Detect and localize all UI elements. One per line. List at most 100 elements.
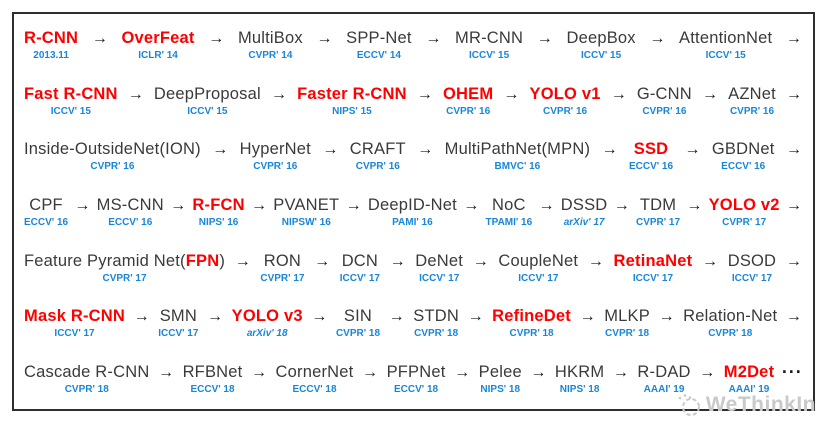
model-name-text: MLKP	[604, 307, 650, 326]
model-name-highlight: OverFeat	[121, 29, 195, 48]
venue-label: arXiv' 18	[246, 328, 288, 340]
model-name-highlight: YOLO v1	[529, 84, 601, 103]
venue-label: ICLR' 14	[138, 50, 178, 62]
venue-label: NIPS' 18	[480, 383, 521, 395]
venue-label: NIPSW' 16	[281, 216, 331, 228]
model-name-text: CRAFT	[349, 140, 406, 159]
model-name-text: MultiBox	[237, 29, 303, 48]
venue-label: ICCV' 17	[158, 328, 199, 340]
model-name-text: DSOD	[727, 251, 777, 270]
model-name-highlight: R-FCN	[192, 195, 245, 214]
arrow-icon: →	[613, 196, 630, 214]
venue-label: CVPR' 16	[446, 105, 491, 117]
arrow-icon: →	[702, 252, 719, 270]
model-name: Fast R-CNN	[24, 83, 118, 106]
model-node: OHEM CVPR' 16	[443, 83, 493, 118]
model-node: CPF ECCV' 16	[24, 194, 68, 229]
arrow-icon: →	[388, 308, 405, 326]
model-name-text: CornerNet	[275, 362, 354, 381]
model-name: Pelee	[479, 361, 522, 384]
model-node: Inside-OutsideNet(ION)CVPR' 16	[24, 138, 201, 173]
model-name: Mask R-CNN	[24, 305, 125, 328]
venue-label: ICCV' 15	[469, 50, 510, 62]
arrow-icon: →	[270, 85, 287, 103]
model-name-text: DCN	[341, 251, 379, 270]
model-name-highlight: OHEM	[442, 84, 494, 103]
model-name: PFPNet	[387, 361, 446, 384]
model-name: HyperNet	[240, 138, 311, 161]
venue-label: BMVC' 16	[494, 161, 541, 173]
model-name-text: HKRM	[554, 362, 605, 381]
venue-label: CVPR' 16	[729, 105, 775, 117]
arrow-icon: →	[322, 141, 339, 159]
venue-label: CVPR' 16	[543, 105, 588, 117]
arrow-icon: →	[454, 363, 471, 381]
model-name: R-DAD	[637, 361, 690, 384]
venue-label: ECCV' 16	[24, 216, 69, 228]
venue-label: CVPR' 16	[253, 161, 298, 173]
model-name: Faster R-CNN	[297, 83, 407, 106]
arrow-icon: →	[785, 30, 802, 48]
model-name-text: GBDNet	[711, 140, 775, 159]
venue-label: NIPS' 15	[332, 105, 372, 117]
arrow-icon: →	[314, 252, 331, 270]
venue-label: ICCV' 15	[581, 50, 622, 62]
arrow-icon: →	[579, 308, 596, 326]
model-name-text: Cascade R-CNN	[24, 362, 150, 381]
model-name-text: AttentionNet	[679, 29, 773, 48]
model-name: SMN	[160, 305, 197, 328]
arrow-icon: →	[472, 252, 489, 270]
model-name: SPP-Net	[346, 27, 412, 50]
model-name-text: AZNet	[728, 84, 776, 103]
model-name-text: CPF	[29, 195, 63, 214]
arrow-icon: →	[463, 196, 480, 214]
model-name-highlight: Faster R-CNN	[297, 84, 407, 103]
venue-label: ICCV' 15	[50, 105, 91, 117]
arrow-icon: →	[425, 30, 442, 48]
venue-label: PAMI' 16	[392, 216, 433, 228]
venue-label: ECCV' 16	[721, 161, 766, 173]
arrow-icon: →	[785, 308, 802, 326]
model-name-highlight: RetinaNet	[613, 251, 693, 270]
model-name: PVANET	[273, 194, 339, 217]
model-name: DeNet	[415, 250, 463, 273]
model-name-highlight: Fast R-CNN	[24, 84, 118, 103]
model-name-text: R-DAD	[637, 362, 691, 381]
arrow-icon: →	[91, 30, 108, 48]
venue-label: AAAI' 19	[728, 383, 770, 395]
model-name: YOLO v2	[709, 194, 780, 217]
hand-gesture-icon	[678, 394, 700, 416]
model-name: RetinaNet	[614, 250, 693, 273]
venue-label: CVPR' 18	[509, 328, 554, 340]
model-name-text: STDN	[413, 307, 459, 326]
arrow-icon: →	[658, 308, 675, 326]
model-node: MultiPathNet(MPN)BMVC' 16	[445, 138, 591, 173]
venue-label: ICCV' 17	[419, 272, 460, 284]
model-name-text: DeepProposal	[153, 84, 261, 103]
arrow-icon: →	[417, 141, 434, 159]
model-name: OHEM	[443, 83, 493, 106]
arrow-icon: →	[699, 363, 716, 381]
venue-label: CVPR' 17	[102, 272, 147, 284]
